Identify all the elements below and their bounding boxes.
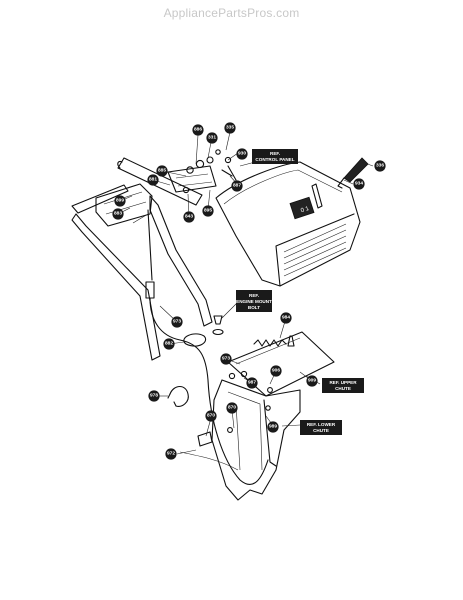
svg-text:973: 973 [173, 319, 181, 325]
callout-870b: 870 [205, 410, 217, 422]
callout-886: 886 [192, 124, 204, 136]
svg-text:882: 882 [165, 341, 173, 347]
svg-text:978: 978 [150, 393, 158, 399]
svg-text:984: 984 [282, 315, 290, 321]
svg-text:843: 843 [185, 214, 193, 220]
svg-text:331: 331 [208, 135, 216, 141]
ref-label-line: REF. [270, 151, 280, 156]
svg-text:895: 895 [204, 208, 212, 214]
callout-885: 885 [156, 165, 168, 177]
callout-973a: 973 [171, 316, 183, 328]
svg-text:336: 336 [376, 163, 384, 169]
callout-331: 331 [206, 132, 218, 144]
ref-label-line: CHUTE [313, 428, 329, 433]
svg-text:973: 973 [222, 356, 230, 362]
svg-text:909: 909 [308, 378, 316, 384]
callout-934: 934 [353, 178, 365, 190]
callout-882: 882 [163, 338, 175, 350]
ref-label-engine-mount-bolt: REF. ENGINE MOUNT BOLT [236, 290, 272, 312]
handle-assembly [71, 149, 237, 361]
callout-336: 336 [374, 160, 386, 172]
svg-text:887: 887 [233, 183, 241, 189]
svg-text:0 1: 0 1 [300, 206, 310, 214]
watermark: AppliancePartsPros.com [163, 6, 300, 20]
ref-label-line: ENGINE MOUNT [236, 299, 272, 304]
callout-870a: 870 [226, 402, 238, 414]
ref-label-line: REF. LOWER [307, 422, 336, 427]
callout-887: 887 [231, 180, 243, 192]
leader-lines [117, 131, 374, 455]
svg-text:989: 989 [269, 424, 277, 430]
svg-text:881: 881 [149, 177, 157, 183]
ref-label-line: BOLT [248, 305, 260, 310]
callout-899: 899 [114, 195, 126, 207]
svg-text:972: 972 [167, 451, 175, 457]
callout-972: 972 [165, 448, 177, 460]
callout-987: 987 [246, 377, 258, 389]
svg-text:870: 870 [228, 405, 236, 411]
callout-978: 978 [148, 390, 160, 402]
svg-text:906: 906 [272, 368, 280, 374]
engine-mount-bolt [212, 315, 224, 336]
ref-label-upper-chute: REF. UPPER CHUTE [322, 378, 364, 393]
ref-label-line: REF. [249, 293, 259, 298]
callout-906: 906 [270, 365, 282, 377]
svg-text:870: 870 [207, 413, 215, 419]
svg-text:934: 934 [355, 181, 363, 187]
callout-881: 881 [147, 174, 159, 186]
callout-895: 895 [202, 205, 214, 217]
svg-text:987: 987 [248, 380, 256, 386]
callout-883: 883 [112, 208, 124, 220]
callout-335: 335 [224, 122, 236, 134]
callout-984: 984 [280, 312, 292, 324]
callouts: 886 331 335 930 885 336 881 934 887 899 … [112, 122, 386, 460]
ref-label-line: CONTROL PANEL [255, 157, 294, 162]
ref-label-lower-chute: REF. LOWER CHUTE [300, 420, 342, 435]
callout-909: 909 [306, 375, 318, 387]
svg-text:899: 899 [116, 198, 124, 204]
svg-text:930: 930 [238, 151, 246, 157]
ref-label-line: CHUTE [335, 386, 351, 391]
svg-text:883: 883 [114, 211, 122, 217]
callout-989: 989 [267, 421, 279, 433]
callout-973b: 973 [220, 353, 232, 365]
svg-text:885: 885 [158, 168, 166, 174]
control-cable [149, 297, 269, 486]
snap-ring [167, 385, 189, 407]
callout-843: 843 [183, 211, 195, 223]
svg-text:335: 335 [226, 125, 234, 131]
ref-label-control-panel: REF. CONTROL PANEL [252, 149, 298, 164]
svg-text:886: 886 [194, 127, 202, 133]
callout-930: 930 [236, 148, 248, 160]
control-panel: 0 1 [215, 157, 369, 287]
ref-label-line: REF. UPPER [329, 380, 357, 385]
